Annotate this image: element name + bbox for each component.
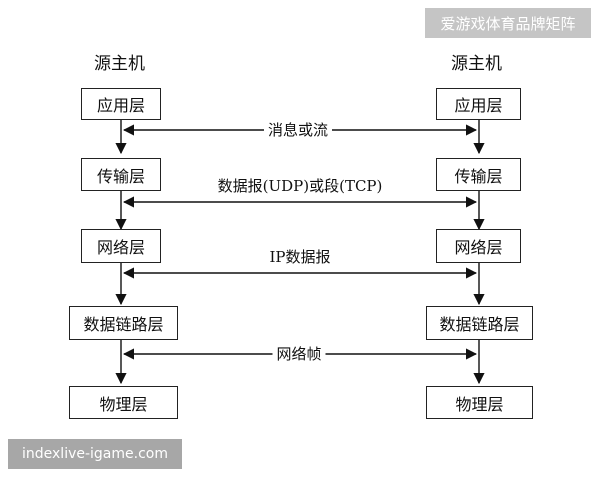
connection-label-message-stream: 消息或流 [263,121,333,139]
brand-watermark: 爱游戏体育品牌矩阵 [425,8,591,38]
left-network-layer: 网络层 [81,229,161,263]
site-watermark: indexlive-igame.com [8,439,182,469]
right-network-layer: 网络层 [436,229,521,263]
right-physical-layer: 物理层 [426,386,533,419]
left-host-label: 源主机 [94,54,145,74]
right-datalink-layer: 数据链路层 [426,306,533,340]
left-physical-layer: 物理层 [69,386,178,419]
right-host-label: 源主机 [451,54,502,74]
right-application-layer: 应用层 [436,88,521,120]
connection-label-network-frame: 网络帧 [272,345,326,363]
connection-label-ip-datagram: IP数据报 [265,248,335,266]
right-transport-layer: 传输层 [436,158,521,191]
left-application-layer: 应用层 [81,88,161,120]
left-transport-layer: 传输层 [81,158,161,191]
left-datalink-layer: 数据链路层 [69,306,178,340]
connection-label-datagram-segment: 数据报(UDP)或段(TCP) [213,177,387,195]
